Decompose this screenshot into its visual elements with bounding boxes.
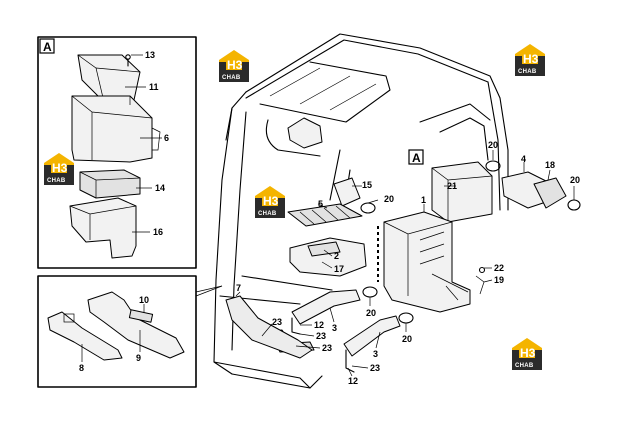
- callout-23-b: 23: [316, 331, 326, 341]
- callout-12-b: 12: [348, 376, 358, 386]
- callout-14: 14: [155, 183, 165, 193]
- part-20-clamp-b: [485, 160, 501, 172]
- svg-text:H3: H3: [227, 58, 243, 72]
- callout-5: 5: [318, 199, 323, 209]
- callout-16: 16: [153, 227, 163, 237]
- callout-19: 19: [494, 275, 504, 285]
- callout-23-d: 23: [370, 363, 380, 373]
- part-2-cover: [307, 241, 341, 257]
- callout-23-a: 23: [272, 317, 282, 327]
- callout-12-a: 12: [314, 320, 324, 330]
- part-3-hose-a: [291, 289, 361, 325]
- detail-a-cab-label: A: [412, 151, 421, 165]
- part-5-grille: [287, 203, 363, 227]
- callout-20-d: 20: [366, 308, 376, 318]
- svg-text:H3: H3: [520, 346, 536, 360]
- part-15-hose: [333, 177, 361, 207]
- svg-text:H3: H3: [52, 161, 68, 175]
- callout-11: 11: [149, 82, 159, 92]
- part-3-hose-b: [343, 315, 401, 357]
- part-20-clamp-a: [360, 202, 376, 214]
- watermark-logo-2: H3 CHAB: [515, 44, 545, 76]
- part-9-duct: [87, 291, 185, 359]
- watermark-logo-1: H3 CHAB: [219, 50, 249, 82]
- callout-13: 13: [145, 50, 155, 60]
- part-20-clamp-e: [398, 312, 414, 324]
- callout-3-b: 3: [373, 349, 378, 359]
- part-20-clamp-d: [362, 286, 378, 298]
- watermark-logo-4: H3 CHAB: [255, 186, 285, 218]
- svg-text:H3: H3: [263, 194, 279, 208]
- part-8-duct: [47, 311, 123, 361]
- callout-4: 4: [521, 154, 526, 164]
- callout-9: 9: [136, 353, 141, 363]
- part-18-duct: [533, 177, 567, 209]
- watermark-logo-3: H3 CHAB: [44, 153, 74, 185]
- detail-duct-box: 10 9 8: [37, 275, 223, 388]
- callout-21: 21: [447, 181, 457, 191]
- part-14-filter: [79, 169, 141, 199]
- svg-text:CHAB: CHAB: [47, 178, 66, 184]
- part-16-housing: [69, 197, 137, 259]
- callout-2: 2: [334, 251, 339, 261]
- callout-17: 17: [334, 264, 344, 274]
- callout-6: 6: [164, 133, 169, 143]
- callout-20-e: 20: [402, 334, 412, 344]
- detail-a-box: A 13 11 6 14 16: [37, 36, 197, 269]
- part-7-duct: [225, 295, 313, 359]
- callout-23-c: 23: [322, 343, 332, 353]
- callout-1: 1: [421, 195, 426, 205]
- callout-7: 7: [236, 283, 241, 293]
- svg-text:CHAB: CHAB: [518, 69, 537, 75]
- callout-20-b: 20: [488, 140, 498, 150]
- callout-22: 22: [494, 263, 504, 273]
- callout-18: 18: [545, 160, 555, 170]
- callout-3-a: 3: [332, 323, 337, 333]
- callout-10: 10: [139, 295, 149, 305]
- watermark-logo-5: H3 CHAB: [512, 338, 542, 370]
- svg-text:CHAB: CHAB: [222, 75, 241, 81]
- callout-20-a: 20: [384, 194, 394, 204]
- callout-20-c: 20: [570, 175, 580, 185]
- part-10-pad: [128, 309, 154, 323]
- part-21-panel: [431, 161, 493, 223]
- detail-a-box-label: A: [43, 40, 52, 54]
- callout-8: 8: [79, 363, 84, 373]
- svg-text:H3: H3: [523, 52, 539, 66]
- svg-text:CHAB: CHAB: [515, 363, 534, 369]
- svg-text:CHAB: CHAB: [258, 211, 277, 217]
- part-20-clamp-c: [567, 199, 581, 211]
- callout-15: 15: [362, 180, 372, 190]
